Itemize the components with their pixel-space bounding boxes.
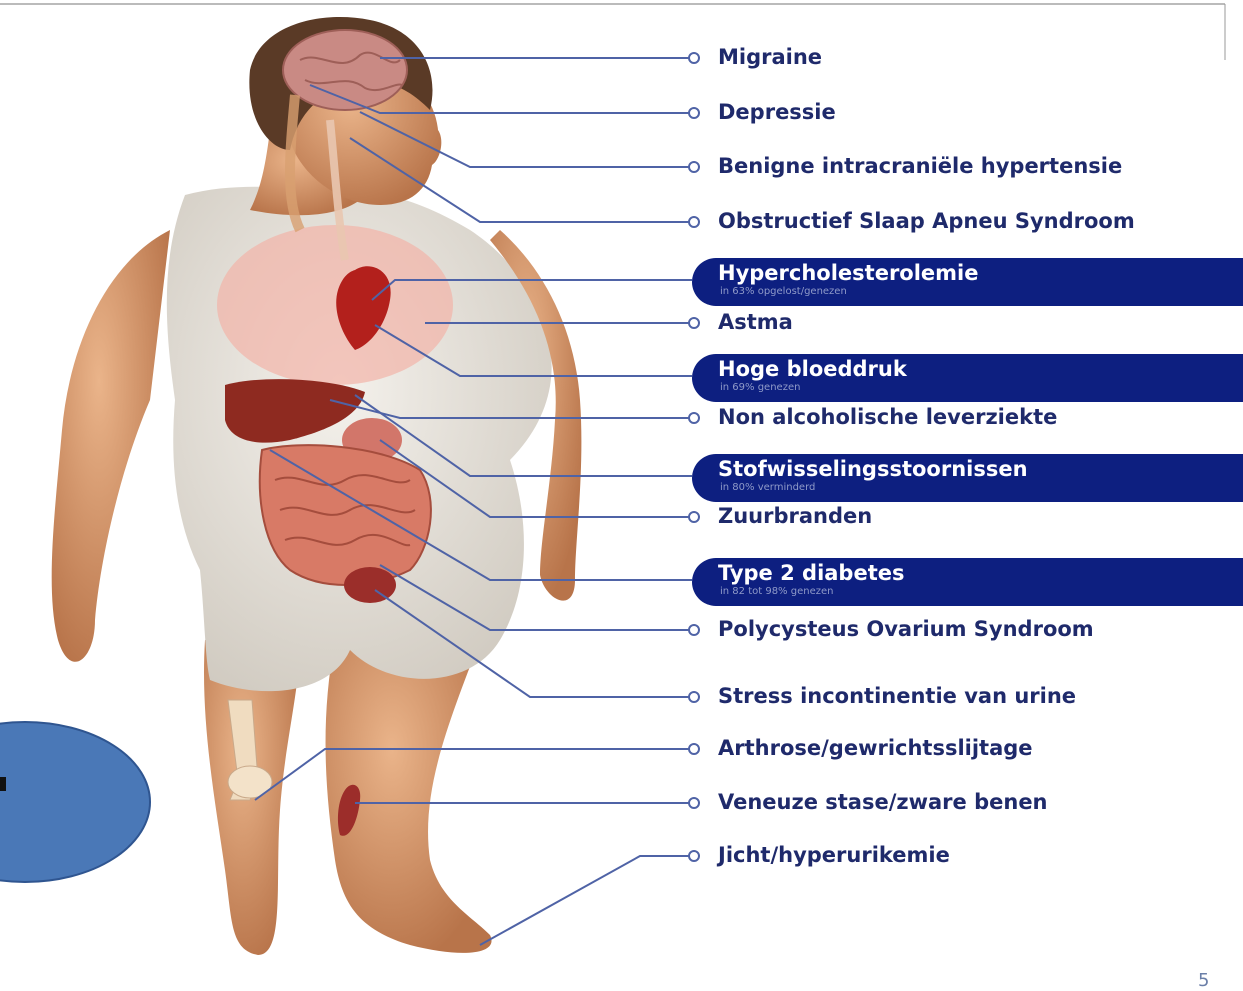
bullet-dot xyxy=(689,217,699,227)
bullet-dot xyxy=(689,413,699,423)
leader-jicht xyxy=(480,856,690,945)
highlight-title: Hoge bloeddruk xyxy=(718,357,907,381)
bullet-dot xyxy=(689,851,699,861)
oval-text-fragment xyxy=(0,777,6,791)
bullet-dot xyxy=(689,162,699,172)
condition-label: Non alcoholische leverziekte xyxy=(718,405,1057,429)
condition-label: Depressie xyxy=(718,100,836,124)
bullet-dot xyxy=(689,744,699,754)
bullet-dot xyxy=(689,625,699,635)
lungs xyxy=(217,225,453,385)
highlight-box: Stofwisselingsstoornissenin 80% verminde… xyxy=(692,454,1243,502)
highlight-title: Type 2 diabetes xyxy=(718,561,905,585)
bullet-dot xyxy=(689,692,699,702)
bullet-dot xyxy=(689,108,699,118)
condition-label: Astma xyxy=(718,310,793,334)
condition-label: Polycysteus Ovarium Syndroom xyxy=(718,617,1094,641)
bullet-dot xyxy=(689,798,699,808)
condition-label: Zuurbranden xyxy=(718,504,872,528)
bullet-markers xyxy=(689,53,699,861)
highlight-box: Type 2 diabetesin 82 tot 98% genezen xyxy=(692,558,1243,606)
highlight-title: Hypercholesterolemie xyxy=(718,261,979,285)
condition-label: Obstructief Slaap Apneu Syndroom xyxy=(718,209,1135,233)
left-arm xyxy=(52,230,170,662)
highlight-title: Stofwisselingsstoornissen xyxy=(718,457,1028,481)
condition-label: Benigne intracraniële hypertensie xyxy=(718,154,1122,178)
bladder xyxy=(344,567,396,603)
condition-label: Migraine xyxy=(718,45,822,69)
highlight-subtitle: in 69% genezen xyxy=(720,382,800,393)
highlight-subtitle: in 80% verminderd xyxy=(720,482,815,493)
highlight-box: Hypercholesterolemiein 63% opgelost/gene… xyxy=(692,258,1243,306)
bullet-dot xyxy=(689,53,699,63)
condition-label: Stress incontinentie van urine xyxy=(718,684,1076,708)
condition-label: Arthrose/gewrichtsslijtage xyxy=(718,736,1033,760)
leader-arthrose xyxy=(255,749,690,800)
highlight-box: Hoge bloeddrukin 69% genezen xyxy=(692,354,1243,402)
bullet-dot xyxy=(689,318,699,328)
highlight-subtitle: in 63% opgelost/genezen xyxy=(720,286,847,297)
intestines xyxy=(260,445,431,585)
highlight-subtitle: in 82 tot 98% genezen xyxy=(720,586,833,597)
condition-label: Veneuze stase/zware benen xyxy=(718,790,1048,814)
blue-oval-shape xyxy=(0,722,150,882)
bullet-dot xyxy=(689,512,699,522)
page-number: 5 xyxy=(1198,970,1209,991)
condition-label: Jicht/hyperurikemie xyxy=(718,843,950,867)
